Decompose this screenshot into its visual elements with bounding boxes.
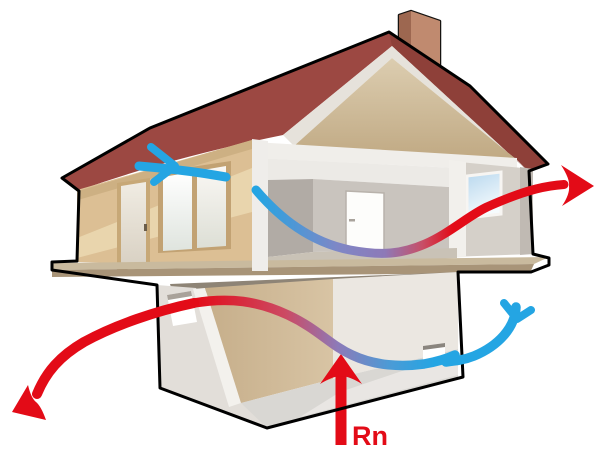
interior-door-handle xyxy=(349,219,355,222)
facade-window-pane-left xyxy=(163,172,192,251)
foundation-cut-edge xyxy=(193,288,241,407)
house-outline xyxy=(50,30,551,430)
basement-vent-right-edge xyxy=(423,343,445,350)
basement-intake-chevron xyxy=(500,299,535,323)
upstairs-crossflow-stroke xyxy=(251,180,569,258)
facade-window-pane-right xyxy=(197,166,226,248)
upstairs-crossflow-arrow xyxy=(251,165,594,258)
basement-crossflow-stroke xyxy=(189,295,460,371)
attic-interior-gable xyxy=(294,58,517,160)
basement-back-wall-left xyxy=(205,279,333,403)
airflow-arrows xyxy=(12,143,594,420)
basement-intake-arrow xyxy=(441,299,535,367)
eave-intake-stroke xyxy=(134,161,231,182)
roof-right-fascia xyxy=(389,32,548,172)
house xyxy=(52,9,549,428)
facade-door-panel xyxy=(121,182,146,268)
slab-top xyxy=(52,257,549,270)
facade-cut-edge xyxy=(252,139,268,271)
basement-exhaust-arrow xyxy=(12,298,199,420)
slab-front xyxy=(52,264,534,277)
facade-door xyxy=(117,178,150,270)
upstairs-exhaust-arrowhead xyxy=(561,165,594,206)
basement-intake-stroke xyxy=(441,302,521,367)
roof-cut-edge xyxy=(283,46,529,172)
radon-label: Rn xyxy=(352,421,388,451)
foundation-vent-left-edge xyxy=(167,291,192,300)
eave-intake-arrow xyxy=(134,143,231,186)
basement-exhaust-arrowhead xyxy=(12,385,46,420)
facade-window xyxy=(158,161,231,253)
facade-door-handle xyxy=(144,224,147,231)
partition-wall-cut-edge xyxy=(449,160,466,258)
interior-door xyxy=(345,190,385,253)
eave-intake-chevron xyxy=(147,143,179,186)
roof xyxy=(62,32,548,190)
basement-exhaust-stroke xyxy=(32,298,199,399)
radon-entry-arrowhead xyxy=(320,354,362,384)
